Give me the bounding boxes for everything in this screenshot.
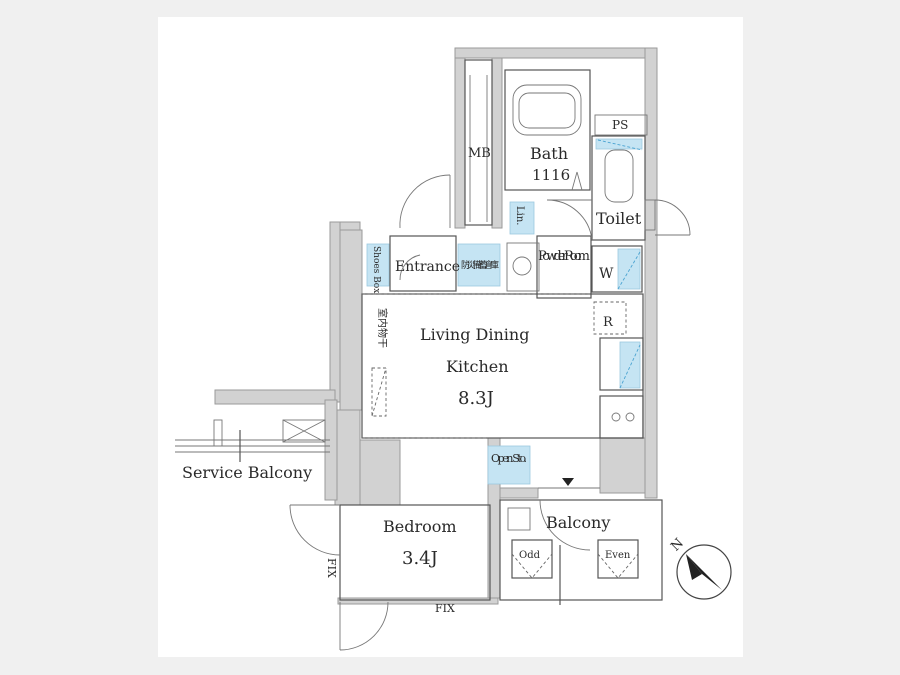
bath-size-label: 1116	[532, 166, 570, 184]
shoes-box-label: Shoes Box	[371, 246, 381, 293]
exterior-walls	[214, 47, 658, 605]
bedroom-size-label: 3.4J	[402, 548, 438, 569]
ldk-size-label: 8.3J	[458, 388, 494, 409]
toilet-label: Toilet	[596, 209, 642, 228]
ps-label: PS	[612, 118, 628, 132]
refrigerator-label: R	[603, 315, 614, 330]
bath-label: Bath	[530, 144, 568, 163]
doors	[289, 174, 691, 651]
bedroom-label: Bedroom	[383, 517, 457, 536]
washer-label: W	[599, 266, 614, 282]
balcony-label: Balcony	[546, 513, 610, 532]
ldk-label-line2: Kitchen	[446, 357, 509, 376]
powder-room-label: Powder Room	[538, 249, 590, 264]
compass: N	[668, 536, 732, 600]
room-outlines	[339, 59, 663, 605]
service-balcony-label: Service Balcony	[182, 463, 312, 482]
fix-side-label: FIX	[325, 558, 338, 578]
even-label: Even	[605, 550, 631, 561]
service-balcony-area	[175, 419, 330, 462]
open-storage-label: Open Sto.	[491, 452, 527, 465]
compass-north-label: N	[668, 536, 687, 555]
storage-jp-label: 防災備蓄倉庫	[461, 259, 499, 271]
linen-label: Lin.	[514, 206, 525, 225]
ldk-label-line1: Living Dining	[420, 325, 529, 344]
mb-label: MB	[468, 146, 491, 161]
entrance-label: Entrance	[395, 259, 460, 275]
odd-label: Odd	[519, 550, 541, 561]
indoor-drying-label: 室内物干	[376, 308, 389, 348]
fix-bottom-label: FIX	[435, 602, 455, 615]
